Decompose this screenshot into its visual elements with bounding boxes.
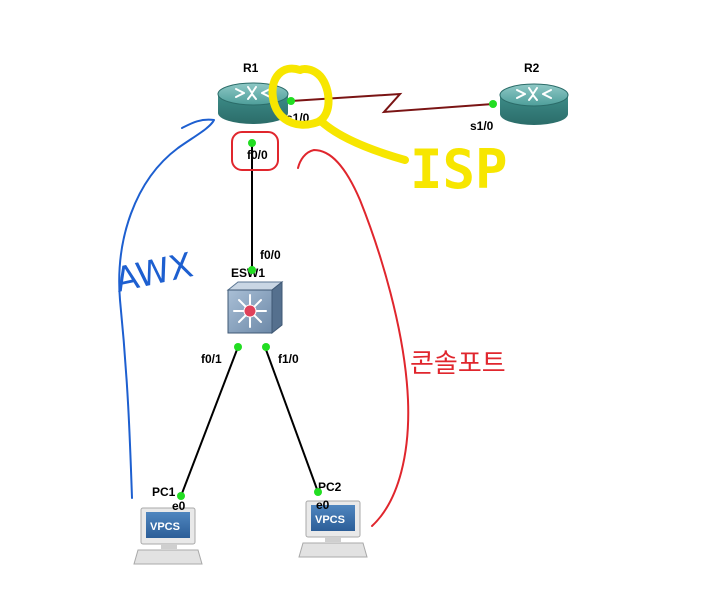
blue-annotation-text: AWX	[112, 245, 197, 300]
port-dot	[248, 139, 256, 147]
router-r2-label: R2	[524, 61, 540, 75]
port-indicators	[177, 97, 497, 500]
vpcs-icon: VPCS	[133, 507, 203, 565]
port-label-esw1-f0-1: f0/1	[201, 352, 222, 366]
switch-esw1-label: ESW1	[231, 266, 265, 280]
blue-arrow-mark	[118, 118, 215, 499]
port-dot	[234, 343, 242, 351]
port-label-esw1-f1-0: f1/0	[278, 352, 299, 366]
switch-icon	[226, 280, 284, 335]
port-label-r1-f0-0: f0/0	[247, 148, 268, 162]
red-box-mark	[231, 131, 279, 171]
links	[180, 92, 494, 497]
switch-esw1[interactable]: ESW1	[226, 266, 284, 335]
router-icon	[499, 83, 569, 125]
red-annotation-text: 콘솔포트	[410, 349, 506, 379]
pc-pc2[interactable]: VPCS PC2	[298, 480, 368, 558]
yellow-annotation-text: ISP	[410, 138, 508, 201]
port-label-r2-s1-0: s1/0	[470, 119, 494, 133]
ethernet-link-esw1-pc2[interactable]	[264, 346, 319, 493]
port-dot	[248, 266, 256, 274]
serial-link-r1-r2[interactable]	[290, 92, 494, 114]
vpcs-icon: VPCS	[298, 500, 368, 558]
port-dot	[262, 343, 270, 351]
port-label-pc2-e0: e0	[316, 498, 330, 512]
pc-pc2-label: PC2	[318, 480, 342, 494]
red-arrow-mark	[297, 149, 410, 527]
port-label-pc1-e0: e0	[172, 499, 186, 513]
yellow-circle-mark	[268, 64, 409, 164]
pc-pc1[interactable]: VPCS PC1	[133, 485, 203, 565]
pc-pc1-label: PC1	[152, 485, 176, 499]
router-r2[interactable]: R2	[499, 61, 569, 125]
annotation-blue: AWX	[112, 118, 215, 499]
ethernet-link-esw1-pc1[interactable]	[180, 346, 239, 497]
port-dot	[489, 100, 497, 108]
annotation-yellow-isp: ISP	[268, 64, 508, 201]
port-dot	[177, 492, 185, 500]
vpcs-screen-text: VPCS	[150, 521, 180, 533]
port-dot	[287, 97, 295, 105]
port-label-esw1-f0-0: f0/0	[260, 248, 281, 262]
annotation-red: 콘솔포트	[231, 131, 506, 527]
router-r1-label: R1	[243, 61, 259, 75]
vpcs-screen-text: VPCS	[315, 514, 345, 526]
port-dot	[314, 488, 322, 496]
